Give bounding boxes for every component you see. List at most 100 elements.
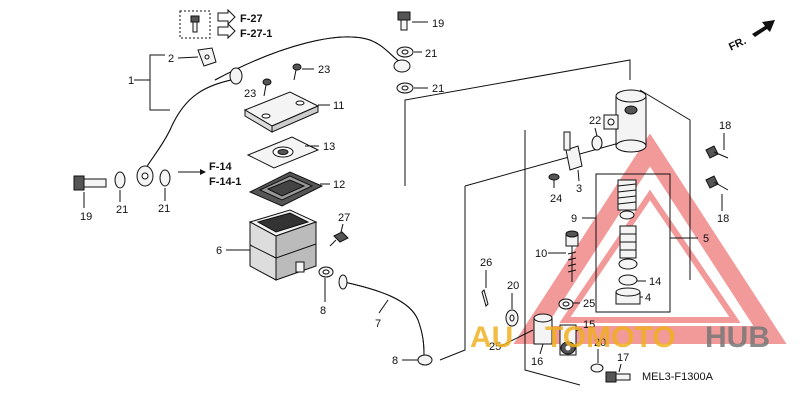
callout-18-lower: 18 <box>717 213 729 225</box>
hose-clip-upper <box>318 266 334 278</box>
washer-20-right <box>590 363 604 373</box>
screw-23-a <box>292 63 302 81</box>
watermark-text-right: HUB <box>705 321 770 354</box>
bolt-27 <box>329 231 349 247</box>
callout-17: 17 <box>617 352 629 364</box>
cotter-pin <box>481 270 489 307</box>
o-ring-22 <box>591 135 603 151</box>
callout-25-left: 25 <box>489 341 501 353</box>
sealing-washer-left-1 <box>114 171 126 189</box>
sealing-washer-left-2 <box>159 169 171 187</box>
bolt-18-lower <box>705 175 729 191</box>
push-rod-joint <box>533 313 577 356</box>
callout-22: 22 <box>589 115 601 127</box>
diaphragm <box>248 171 324 207</box>
ref-arrow-f27 <box>217 8 236 40</box>
leader-22 <box>594 127 598 137</box>
ref-f14: F-14 <box>209 161 233 173</box>
piston-assembly <box>618 225 638 286</box>
callout-14: 14 <box>649 276 661 288</box>
front-direction-label: FR. <box>727 35 748 53</box>
bolt-17 <box>605 371 631 383</box>
watermark-text-mid: TOMOTO <box>545 321 676 354</box>
reservoir-body <box>248 209 318 281</box>
callout-15: 15 <box>583 319 595 331</box>
callout-20-left: 20 <box>507 280 519 292</box>
leader-27 <box>340 223 344 233</box>
callout-5: 5 <box>703 233 709 245</box>
callout-1: 1 <box>128 75 134 87</box>
push-rod <box>565 230 579 282</box>
washer-hole-1 <box>401 49 409 55</box>
callout-16: 16 <box>531 356 543 368</box>
callout-8-upper: 8 <box>320 305 326 317</box>
callout-20-right: 20 <box>594 337 606 349</box>
piston-kit-box <box>595 173 671 313</box>
ref-f27-1: F-27-1 <box>240 28 272 40</box>
callout-7: 7 <box>375 318 381 330</box>
reservoir-hose <box>338 274 425 357</box>
figure-code: MEL3-F1300A <box>642 371 714 383</box>
callout-21-mid: 21 <box>432 83 444 95</box>
ref-f14-1: F-14-1 <box>209 176 241 188</box>
callout-3: 3 <box>576 183 582 195</box>
piston-spring <box>617 179 637 220</box>
washer-hole-2 <box>401 85 409 91</box>
leader-25-left <box>500 329 534 347</box>
diaphragm-plate <box>246 136 320 169</box>
callout-8-lower: 8 <box>392 355 398 367</box>
callout-21-left2: 21 <box>158 203 170 215</box>
callout-19-top: 19 <box>432 18 444 30</box>
frame-line-sub <box>524 130 581 386</box>
leader-15 <box>575 328 583 332</box>
leader-1 <box>134 54 170 111</box>
callout-10: 10 <box>535 248 547 260</box>
callout-25-right: 25 <box>583 298 595 310</box>
callout-23-b: 23 <box>244 88 256 100</box>
leader-3 <box>577 169 580 182</box>
callout-12: 12 <box>333 179 345 191</box>
washer-20-left-hole <box>509 314 515 322</box>
callout-21-left: 21 <box>116 204 128 216</box>
callout-13: 13 <box>323 141 335 153</box>
callout-11: 11 <box>333 100 344 112</box>
screw-dashed-box <box>179 10 211 39</box>
brake-hose <box>136 36 411 187</box>
callout-2: 2 <box>168 53 174 65</box>
bolt-18-upper <box>705 145 729 159</box>
screw-24 <box>548 173 560 188</box>
screw-23-b <box>262 78 272 97</box>
ref-arrow-f14 <box>178 169 206 175</box>
callout-18-upper: 18 <box>719 120 731 132</box>
ref-f27: F-27 <box>240 13 263 25</box>
callout-4: 4 <box>645 292 651 304</box>
hose-joint <box>563 131 583 171</box>
frame-line-upper <box>404 59 631 186</box>
callout-24: 24 <box>550 193 562 205</box>
nut-hole <box>562 301 570 307</box>
master-cylinder-body <box>603 89 647 153</box>
piston-cup-4 <box>615 287 641 305</box>
callout-9: 9 <box>571 213 577 225</box>
hose-clamp <box>197 47 217 67</box>
frame-line-mid <box>439 139 631 361</box>
hose-clip-lower <box>417 354 433 366</box>
watermark-text-left: AU <box>470 321 513 354</box>
callout-26: 26 <box>480 257 492 269</box>
front-direction-arrow <box>752 20 775 37</box>
frame-line-right <box>639 89 691 280</box>
banjo-bolt-top <box>397 11 411 31</box>
watermark-logo <box>513 133 787 344</box>
callout-27: 27 <box>338 212 350 224</box>
leader-2 <box>177 56 199 59</box>
leader-16 <box>539 343 544 355</box>
banjo-bolt-left <box>73 175 107 191</box>
callout-19-left: 19 <box>80 211 92 223</box>
leader-17 <box>618 363 622 373</box>
reservoir-cap <box>243 91 320 133</box>
callout-6: 6 <box>216 245 222 257</box>
callout-23-a: 23 <box>318 64 330 76</box>
callout-21-top: 21 <box>425 48 437 60</box>
